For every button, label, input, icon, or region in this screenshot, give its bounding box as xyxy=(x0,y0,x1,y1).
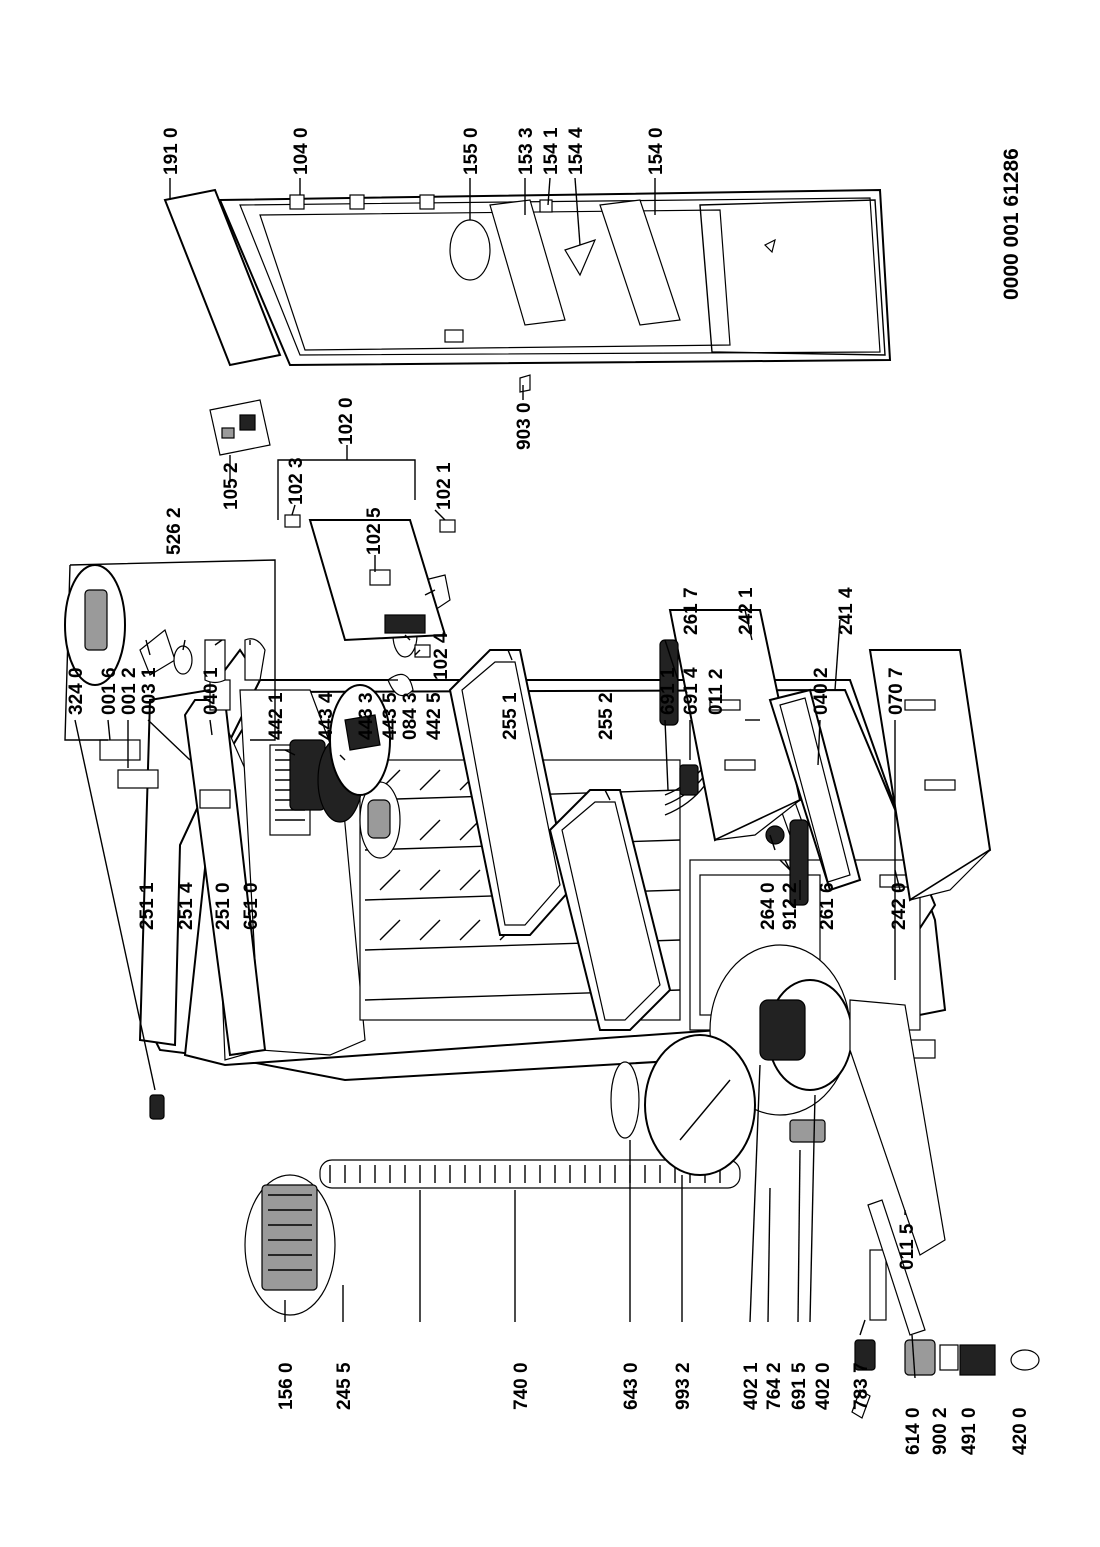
part-903-0 xyxy=(519,374,531,393)
label-691-4: 691 4 xyxy=(681,667,702,715)
label-764-2: 764 2 xyxy=(764,1362,785,1410)
document-number: 0000 001 61286 xyxy=(1000,148,1023,300)
label-104-0: 104 0 xyxy=(291,127,312,175)
label-442-1: 442 1 xyxy=(266,692,287,740)
label-526-2: 526 2 xyxy=(164,507,185,555)
label-443-3: 443 3 xyxy=(356,692,377,740)
label-155-0: 155 0 xyxy=(461,127,482,175)
label-993-2: 993 2 xyxy=(673,1362,694,1410)
label-242-0: 242 0 xyxy=(889,882,910,930)
label-324-0: 324 0 xyxy=(66,667,87,715)
label-740-0: 740 0 xyxy=(511,1362,532,1410)
label-443-4: 443 4 xyxy=(316,692,337,740)
label-156-0: 156 0 xyxy=(276,1362,297,1410)
label-011-5: 011 5 xyxy=(897,1223,918,1270)
label-154-4: 154 4 xyxy=(566,127,587,175)
cover-panel-102 xyxy=(277,445,456,658)
label-251-0: 251 0 xyxy=(213,882,234,930)
label-255-2: 255 2 xyxy=(596,692,617,740)
label-900-2: 900 2 xyxy=(930,1407,951,1455)
label-001-2: 001 2 xyxy=(119,667,140,715)
label-691-5: 691 5 xyxy=(789,1362,810,1410)
label-442-5: 442 5 xyxy=(424,692,445,740)
label-191-0: 191 0 xyxy=(161,127,182,175)
label-903-0: 903 0 xyxy=(514,402,535,450)
label-102-3: 102 3 xyxy=(286,457,307,505)
label-153-3: 153 3 xyxy=(516,127,537,175)
label-443-5: 443 5 xyxy=(380,692,401,740)
leader-lines xyxy=(74,177,916,1379)
label-912-2: 912 2 xyxy=(780,882,801,930)
loose-electrical-parts xyxy=(851,1249,1040,1419)
drawer-242-0 xyxy=(868,649,992,902)
rail-011-5 xyxy=(867,1199,926,1336)
label-102-4: 102 4 xyxy=(431,632,452,680)
label-154-0: 154 0 xyxy=(646,127,667,175)
label-102-1: 102 1 xyxy=(434,462,455,510)
drawer-lid-241-4 xyxy=(768,688,862,892)
label-691-1: 691 1 xyxy=(658,667,679,715)
label-242-1: 242 1 xyxy=(736,587,757,635)
label-070-7: 070 7 xyxy=(886,667,907,715)
label-783-7: 783 7 xyxy=(851,1362,872,1410)
light-assembly-group xyxy=(64,559,276,741)
label-084-3: 084 3 xyxy=(400,692,421,740)
label-102-5: 102 5 xyxy=(364,507,385,555)
glass-shelf-255-2 xyxy=(548,789,672,1031)
label-241-4: 241 4 xyxy=(836,587,857,635)
rail-261-7 xyxy=(659,639,679,726)
label-105-2: 105 2 xyxy=(221,462,242,510)
label-245-5: 245 5 xyxy=(334,1362,355,1410)
label-261-7: 261 7 xyxy=(681,587,702,635)
label-402-1: 402 1 xyxy=(741,1362,762,1410)
label-614-0: 614 0 xyxy=(903,1407,924,1455)
door-trim-191-0 xyxy=(163,188,282,367)
bottom-skirt xyxy=(849,999,946,1256)
fan-assembly xyxy=(289,574,451,823)
label-154-1: 154 1 xyxy=(541,127,562,175)
label-040-1: 040 1 xyxy=(201,667,222,715)
glass-shelf-255-1 xyxy=(448,649,572,936)
label-011-2: 011 2 xyxy=(706,669,727,716)
label-001-6: 001 6 xyxy=(99,667,120,715)
callout-labels: 156 0 245 5 740 0 643 0 993 2 402 1 764 … xyxy=(66,127,1031,1455)
label-261-6: 261 6 xyxy=(817,882,838,930)
label-040-2: 040 2 xyxy=(811,667,832,715)
label-255-1: 255 1 xyxy=(500,692,521,740)
drawer-wheel-parts xyxy=(765,825,791,871)
label-251-1: 251 1 xyxy=(137,882,158,930)
part-105-2 xyxy=(209,399,271,456)
rail-261-6 xyxy=(789,819,809,906)
label-102-0: 102 0 xyxy=(336,397,357,445)
label-651-0: 651 0 xyxy=(241,882,262,930)
refrigerator-door xyxy=(218,188,892,367)
label-491-0: 491 0 xyxy=(959,1407,980,1455)
label-251-4: 251 4 xyxy=(176,882,197,930)
label-402-0: 402 0 xyxy=(813,1362,834,1410)
drawer-242-1 xyxy=(668,609,802,842)
label-264-0: 264 0 xyxy=(758,882,779,930)
label-420-0: 420 0 xyxy=(1010,1407,1031,1455)
label-003-1: 003 1 xyxy=(139,667,160,715)
label-643-0: 643 0 xyxy=(621,1362,642,1410)
